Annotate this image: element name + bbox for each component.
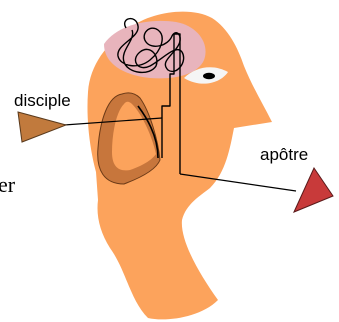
disciple-label: disciple — [14, 91, 71, 110]
apotre-arrowhead — [294, 168, 333, 212]
apotre-label: apôtre — [260, 145, 308, 164]
disciple-arrowhead — [18, 112, 66, 142]
edge-text-fragment: er — [0, 172, 16, 197]
eye-pupil — [203, 73, 215, 79]
